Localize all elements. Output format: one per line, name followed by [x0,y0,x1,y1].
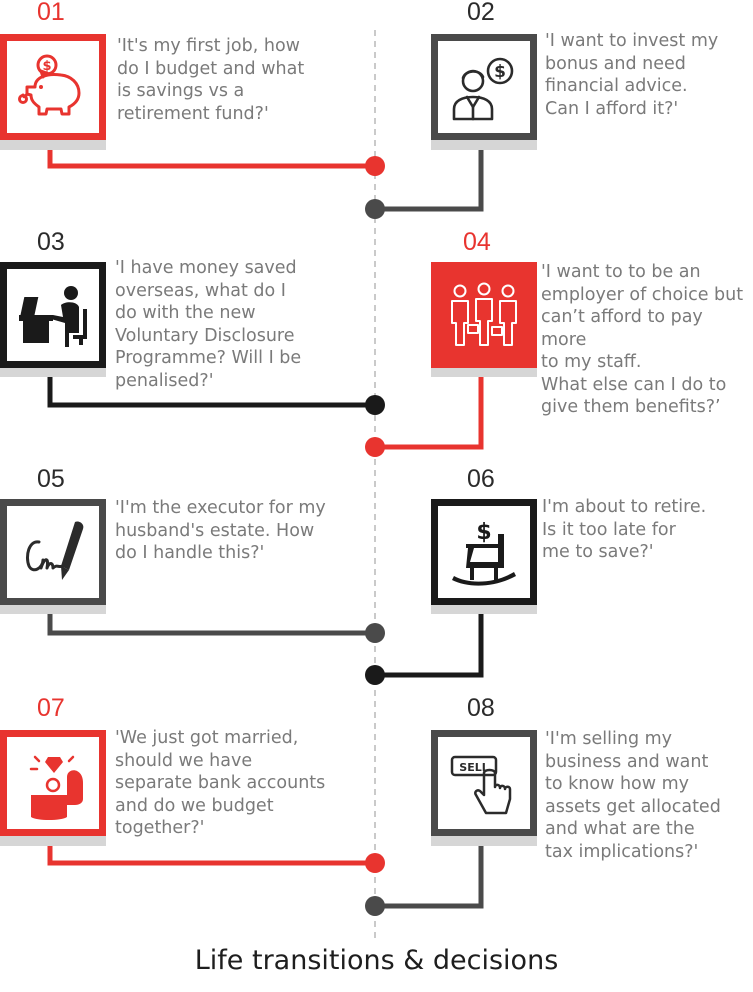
icon-box-08: SELL [431,730,537,836]
connector-04 [375,362,484,450]
sell-label: SELL [459,761,488,774]
timeline-dot-01 [365,156,385,176]
step-number-03: 03 [37,228,65,256]
icon-box-02: $ [431,34,537,140]
svg-text:$: $ [476,520,491,545]
quote-05: 'I'm the executor for my husband's estat… [115,498,326,563]
step-number-01: 01 [37,0,65,26]
timeline-dot-06 [365,665,385,685]
timeline-dot-04 [365,437,385,457]
piggy-bank-icon: $ [18,54,81,116]
icon-box-06: $ [431,499,537,605]
signature-pen-icon [25,521,84,580]
icon-box-05 [0,499,106,605]
step-number-02: 02 [467,0,495,26]
quote-01: 'It's my first job, how do I budget and … [117,36,305,124]
timeline-dot-03 [365,395,385,415]
quote-07: 'We just got married, should we have sep… [115,728,326,838]
desk-worker-icon [19,286,87,347]
infographic-title: Life transitions & decisions [194,945,559,976]
connector-02 [375,134,484,212]
svg-text:$: $ [494,62,506,82]
timeline-dot-05 [365,623,385,643]
quote-02: 'I want to invest my bonus and need fina… [545,31,719,119]
step-number-06: 06 [467,465,495,493]
timeline-dot-07 [365,853,385,873]
quote-03: 'I have money saved overseas, what do I … [115,258,302,391]
svg-text:$: $ [42,59,51,74]
advisor-dollar-icon: $ [452,57,514,121]
ring-box-icon [29,755,83,820]
sell-button-icon: SELL [450,755,512,815]
icon-box-01: $ [0,34,106,140]
timeline-dot-08 [365,896,385,916]
step-number-08: 08 [467,694,495,722]
icon-box-04 [431,262,537,368]
connector-06 [375,600,484,678]
quote-04: 'I want to to be an employer of choice b… [541,262,744,417]
step-number-07: 07 [37,694,65,722]
icon-box-07 [0,730,106,836]
connector-08 [375,830,484,909]
step-number-04: 04 [463,228,491,256]
staff-group-icon [451,282,517,346]
rocking-chair-icon: $ [452,520,516,586]
quote-08: 'I'm selling my business and want to kno… [545,729,721,862]
icon-box-03 [0,262,106,368]
step-number-05: 05 [37,465,65,493]
quote-06: I'm about to retire. Is it too late for … [542,497,707,562]
timeline-dot-02 [365,199,385,219]
